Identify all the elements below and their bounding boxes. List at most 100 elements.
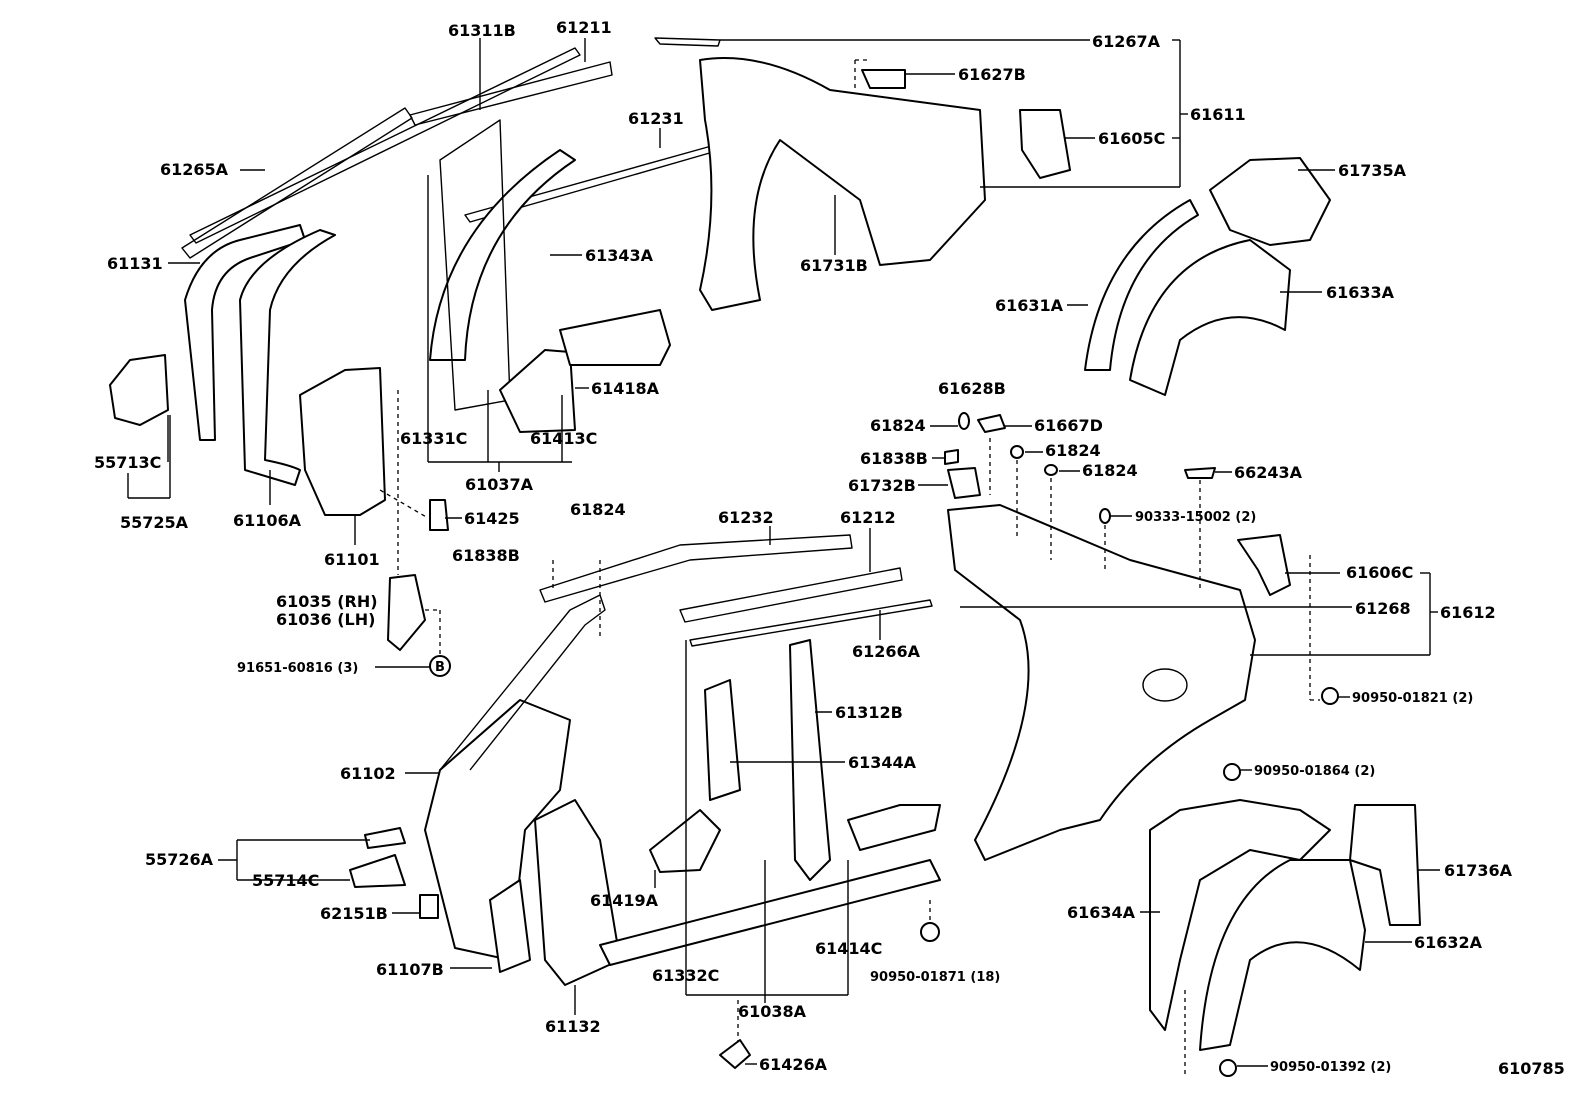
label-61232: 61232 bbox=[718, 508, 774, 527]
label-61265A: 61265A bbox=[160, 160, 229, 179]
fuel-door-icon bbox=[1142, 668, 1188, 702]
label-61266A: 61266A bbox=[852, 642, 921, 661]
label-61426A: 61426A bbox=[759, 1055, 828, 1074]
label-61267A: 61267A bbox=[1092, 32, 1161, 51]
part-90950-01864 bbox=[1223, 763, 1241, 781]
label-61735A: 61735A bbox=[1338, 161, 1407, 180]
part-61632A bbox=[1199, 859, 1366, 1051]
part-90950-01871 bbox=[920, 922, 940, 942]
part-front-pillar-lower bbox=[439, 594, 606, 771]
part-62151B bbox=[419, 894, 439, 919]
label-61038A: 61038A bbox=[738, 1002, 807, 1021]
label-55725A: 55725A bbox=[120, 513, 189, 532]
part-61212 bbox=[679, 567, 903, 623]
part-61418A bbox=[559, 309, 671, 366]
label-61731B: 61731B bbox=[800, 256, 868, 275]
label-61612: 61612 bbox=[1440, 603, 1496, 622]
label-90950-01821: 90950-01821 (2) bbox=[1352, 691, 1473, 706]
label-61035: 61035 (RH) bbox=[276, 592, 378, 611]
part-90950-01821 bbox=[1321, 687, 1339, 705]
label-61667D: 61667D bbox=[1034, 416, 1103, 435]
part-61344A bbox=[704, 679, 741, 801]
dashed-guides bbox=[379, 59, 1320, 1075]
label-61631A: 61631A bbox=[995, 296, 1064, 315]
part-90333-15002 bbox=[1099, 508, 1111, 524]
label-61268: 61268 bbox=[1355, 599, 1411, 618]
part-61627B bbox=[861, 69, 906, 89]
label-61036: 61036 (LH) bbox=[276, 610, 375, 629]
label-61102: 61102 bbox=[340, 764, 396, 783]
part-66243A bbox=[1184, 467, 1216, 479]
label-61824-b: 61824 bbox=[1045, 441, 1101, 460]
label-61332C: 61332C bbox=[652, 966, 719, 985]
label-61736A: 61736A bbox=[1444, 861, 1513, 880]
part-61414C bbox=[847, 804, 941, 851]
part-61312B bbox=[789, 639, 831, 881]
part-90950-01392 bbox=[1219, 1059, 1237, 1077]
part-61343A bbox=[429, 149, 576, 361]
part-61634A bbox=[1149, 799, 1331, 1031]
label-90950-01864: 90950-01864 (2) bbox=[1254, 764, 1375, 779]
label-61101: 61101 bbox=[324, 550, 380, 569]
part-61732B bbox=[947, 467, 981, 499]
part-61606C bbox=[1237, 534, 1291, 596]
label-61343A: 61343A bbox=[585, 246, 654, 265]
part-61824a bbox=[958, 412, 970, 430]
part-61232 bbox=[539, 534, 853, 603]
part-55714C bbox=[349, 854, 406, 888]
label-61633A: 61633A bbox=[1326, 283, 1395, 302]
label-61419A: 61419A bbox=[590, 891, 659, 910]
label-61037A: 61037A bbox=[465, 475, 534, 494]
part-61102 bbox=[424, 699, 571, 961]
part-61267A bbox=[654, 37, 721, 47]
part-61735A bbox=[1209, 157, 1331, 246]
part-61413C bbox=[499, 349, 576, 433]
part-61419A bbox=[649, 809, 721, 873]
label-61331C: 61331C bbox=[400, 429, 467, 448]
label-61605C: 61605C bbox=[1098, 129, 1165, 148]
label-61824-a: 61824 bbox=[870, 416, 926, 435]
part-55726A bbox=[364, 827, 406, 849]
label-55713C: 55713C bbox=[94, 453, 161, 472]
part-61311B bbox=[189, 47, 581, 244]
part-61824c bbox=[1044, 464, 1058, 476]
label-62151B: 62151B bbox=[320, 904, 388, 923]
label-55726A: 55726A bbox=[145, 850, 214, 869]
label-61611: 61611 bbox=[1190, 105, 1246, 124]
label-61838B-a: 61838B bbox=[860, 449, 928, 468]
label-90950-01871: 90950-01871 (18) bbox=[870, 970, 1000, 985]
part-61633A bbox=[1129, 239, 1291, 396]
label-61131: 61131 bbox=[107, 254, 163, 273]
label-61414C: 61414C bbox=[815, 939, 882, 958]
part-61425 bbox=[429, 499, 449, 531]
label-61824-c: 61824 bbox=[1082, 461, 1138, 480]
part-rocker bbox=[599, 859, 941, 966]
part-61266A bbox=[689, 599, 933, 647]
label-61106A: 61106A bbox=[233, 511, 302, 530]
label-61418A: 61418A bbox=[591, 379, 660, 398]
label-61132: 61132 bbox=[545, 1017, 601, 1036]
diagram-id: 610785 bbox=[1498, 1059, 1565, 1078]
label-61212: 61212 bbox=[840, 508, 896, 527]
part-61731B bbox=[699, 57, 986, 311]
label-91651-60816: 91651-60816 (3) bbox=[237, 661, 358, 676]
part-61426A bbox=[719, 1039, 751, 1069]
label-90333-15002: 90333-15002 (2) bbox=[1135, 510, 1256, 525]
label-55714C: 55714C bbox=[252, 871, 319, 890]
part-61101 bbox=[299, 367, 386, 516]
label-66243A: 66243A bbox=[1234, 463, 1303, 482]
label-61312B: 61312B bbox=[835, 703, 903, 722]
label-61838B-b: 61838B bbox=[452, 546, 520, 565]
part-61736A bbox=[1349, 804, 1421, 926]
label-61627B: 61627B bbox=[958, 65, 1026, 84]
leader-lines bbox=[127, 38, 1440, 1067]
part-61605C bbox=[1019, 109, 1071, 179]
label-61211: 61211 bbox=[556, 18, 612, 37]
part-61824b bbox=[1010, 445, 1024, 459]
part-61106A bbox=[239, 229, 336, 486]
part-61268 bbox=[947, 504, 1256, 861]
label-61413C: 61413C bbox=[530, 429, 597, 448]
part-61035 bbox=[387, 574, 426, 651]
part-61211 bbox=[409, 61, 613, 126]
